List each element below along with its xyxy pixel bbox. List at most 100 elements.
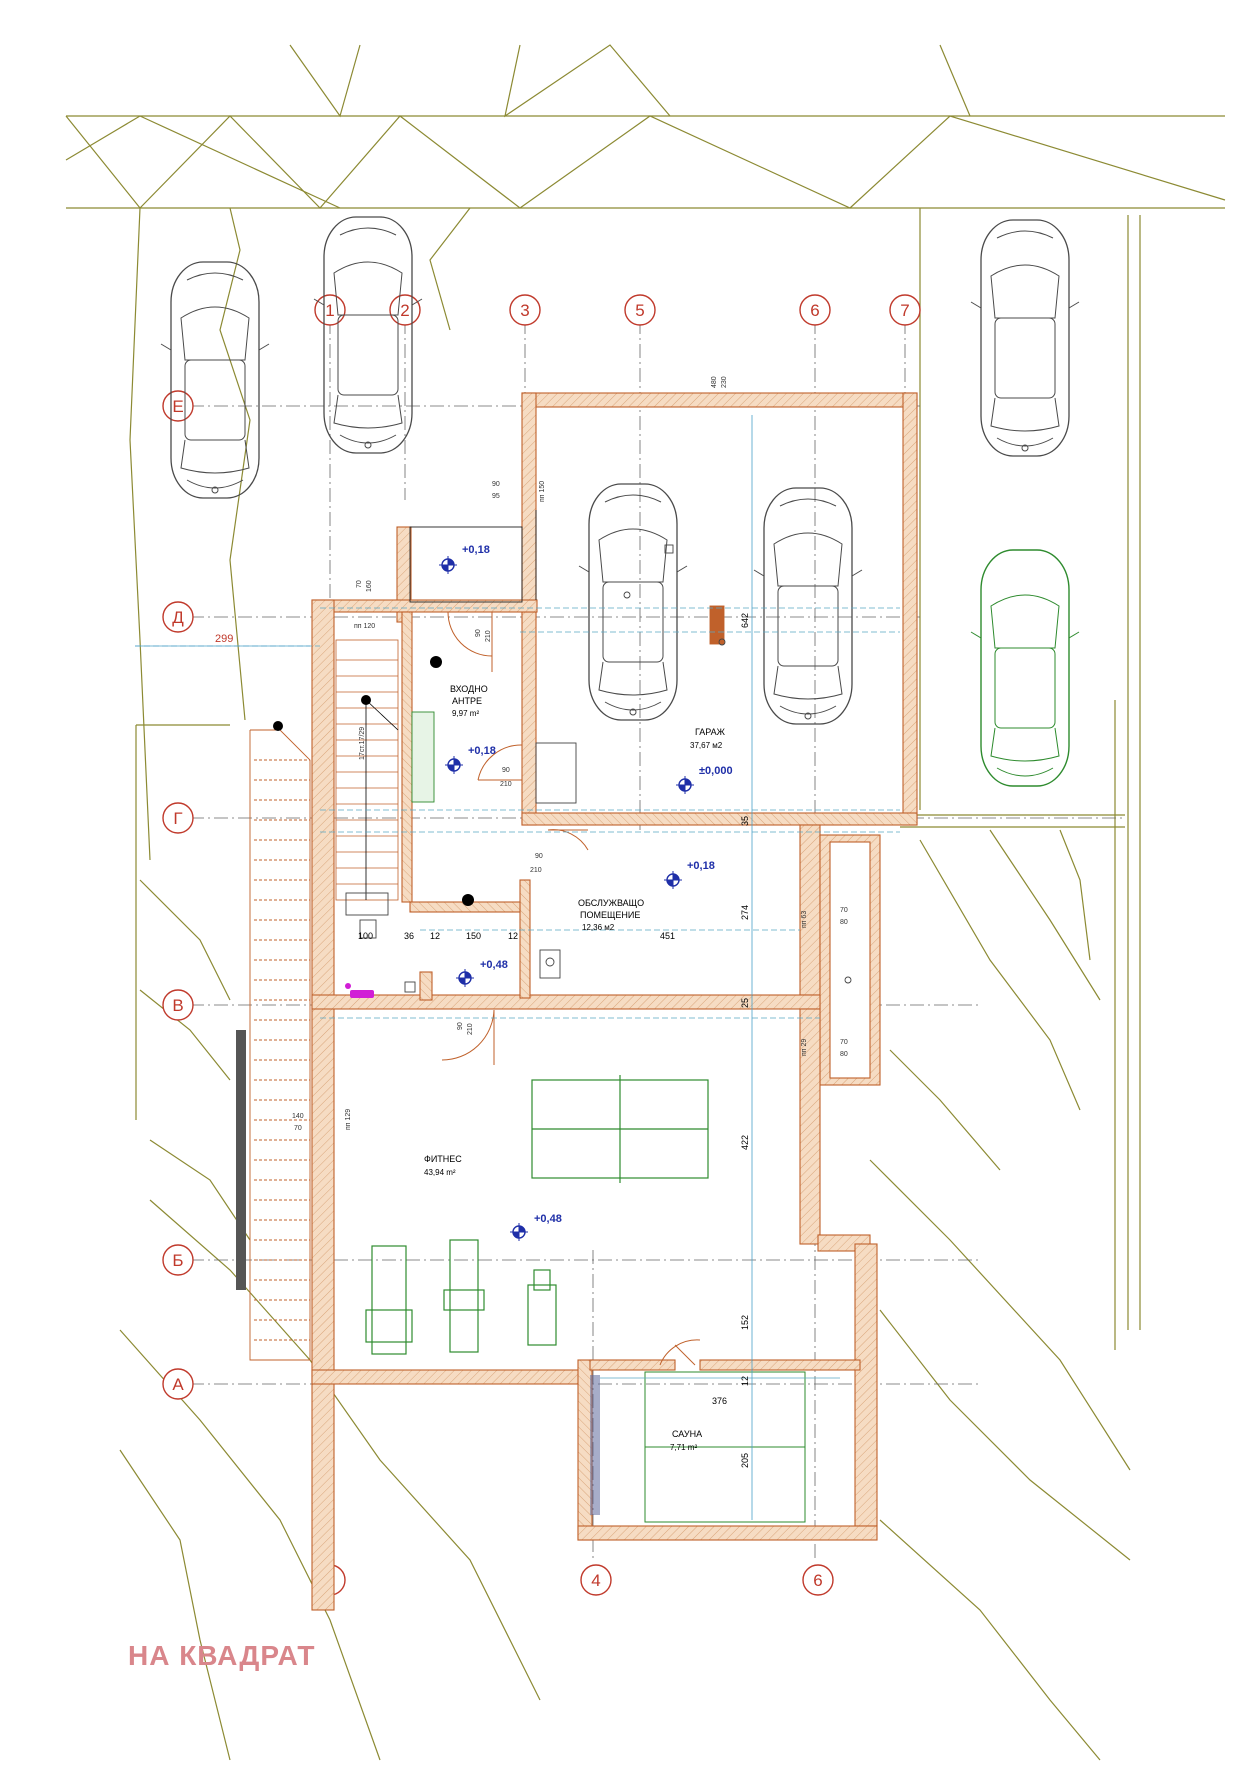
win-pp120: пп 120 (354, 623, 375, 630)
axis-marker-A: А (162, 1368, 194, 1400)
axis-marker-3-top: 3 (509, 294, 541, 326)
service-area: 12,36 м2 (582, 923, 615, 932)
axis-marker-D: Д (162, 601, 194, 633)
svg-text:3: 3 (520, 301, 529, 320)
door-90c: 90 (535, 853, 543, 860)
wc-symbol (345, 983, 374, 998)
door-210d: 210 (467, 1023, 474, 1035)
svg-text:6: 6 (810, 301, 819, 320)
room-labels: ГАРАЖ 37,67 м2 ВХОДНО АНТРЕ 9,97 m² ОБСЛ… (424, 684, 726, 1452)
win-230: 230 (721, 376, 728, 388)
svg-text:2: 2 (400, 301, 409, 320)
parked-cars (160, 216, 1080, 787)
axis-marker-1-top: 1 (314, 294, 346, 326)
exterior-stairs (236, 729, 311, 1361)
weight-machine (449, 1239, 479, 1353)
win-pp150: пп 150 (539, 481, 546, 502)
dim-setback: 299 (215, 633, 233, 645)
fixtures (345, 544, 852, 993)
dim-205: 205 (740, 1453, 750, 1468)
level-marker-wc (455, 968, 475, 988)
level-marker-service (663, 870, 683, 890)
dim-642: 642 (740, 613, 750, 628)
level-porch: +0,18 (462, 544, 490, 556)
level-marker-porch (438, 555, 458, 575)
stair-arrow-dot (430, 656, 442, 668)
watermark-text: НА КВАДРАТ (128, 1640, 316, 1671)
svg-text:1: 1 (325, 301, 334, 320)
level-marker-fitness (509, 1222, 529, 1242)
level-entrance: +0,18 (468, 745, 496, 757)
entrance-name-line1: ВХОДНО (450, 684, 488, 694)
win-480: 480 (711, 376, 718, 388)
fitness-equipment (365, 1075, 709, 1355)
garage-cars (578, 483, 863, 725)
car-outline-3 (970, 219, 1080, 457)
door-90a: 90 (475, 629, 482, 637)
win-70d: 70 (294, 1125, 302, 1132)
stair-end-dot (462, 894, 474, 906)
level-marker-entrance (444, 755, 464, 775)
svg-text:5: 5 (635, 301, 644, 320)
interior-stairs (335, 639, 399, 901)
dim-274: 274 (740, 905, 750, 920)
dim-25: 25 (740, 998, 750, 1008)
win-80c: 80 (840, 1051, 848, 1058)
garage-name: ГАРАЖ (695, 727, 726, 737)
svg-text:Г: Г (173, 809, 182, 828)
win-160: 160 (366, 580, 373, 592)
axis-marker-B: Б (162, 1244, 194, 1276)
car-highlighted-green (970, 549, 1080, 787)
axis-markers-top: 1 2 3 5 6 7 (314, 294, 921, 326)
axis-marker-E: Е (162, 390, 194, 422)
dim-152: 152 (740, 1315, 750, 1330)
doors (441, 611, 701, 1366)
win-90: 90 (492, 481, 500, 488)
dim-451: 451 (660, 931, 675, 941)
level-marker-garage (675, 775, 695, 795)
svg-text:7: 7 (900, 301, 909, 320)
dim-stair: 17ст.17/29 (359, 727, 366, 760)
car-outline-1 (160, 261, 270, 499)
exercise-bike (527, 1284, 557, 1346)
door-90b: 90 (502, 767, 510, 774)
garage-car-2 (753, 487, 863, 725)
dim-36: 36 (404, 931, 414, 941)
svg-text:Б: Б (172, 1251, 183, 1270)
axis-markers-rows: Е Д Г В Б А (162, 390, 194, 1400)
sauna-interior (644, 1371, 806, 1523)
dimensions: 299 17ст.17/29 100 36 12 150 12 451 642 … (135, 376, 848, 1468)
exterior-stair-dot (273, 721, 283, 731)
level-garage: ±0,000 (699, 765, 733, 777)
level-markers: +0,18 +0,18 ±0,000 +0,18 +0,48 +0,48 (438, 544, 733, 1242)
svg-text:6: 6 (813, 1571, 822, 1590)
level-fitness: +0,48 (534, 1213, 562, 1225)
svg-text:Е: Е (172, 397, 183, 416)
dim-150: 150 (466, 931, 481, 941)
treadmill (371, 1245, 407, 1355)
porch (409, 510, 537, 603)
axis-marker-6-bottom: 6 (802, 1564, 834, 1596)
garage-area: 37,67 м2 (690, 741, 723, 750)
win-140: 140 (292, 1113, 304, 1120)
win-95: 95 (492, 493, 500, 500)
svg-text:4: 4 (591, 1571, 600, 1590)
win-pp29: пп 29 (801, 1039, 808, 1056)
service-name-line1: ОБСЛУЖВАЩО (578, 898, 644, 908)
axis-marker-V: В (162, 989, 194, 1021)
dim-35: 35 (740, 816, 750, 826)
axis-marker-2-top: 2 (389, 294, 421, 326)
dim-422: 422 (740, 1135, 750, 1150)
win-70c: 70 (840, 1039, 848, 1046)
sauna-stone-strip (590, 1375, 600, 1515)
door-210c: 210 (530, 867, 542, 874)
service-name-line2: ПОМЕЩЕНИЕ (580, 910, 640, 920)
fitness-name: ФИТНЕС (424, 1154, 462, 1164)
svg-text:В: В (172, 996, 183, 1015)
garage-car-1 (578, 483, 688, 721)
win-70: 70 (356, 580, 363, 588)
dim-12a: 12 (430, 931, 440, 941)
dim-12c: 12 (740, 1376, 750, 1386)
entrance-area: 9,97 m² (452, 709, 479, 718)
axis-marker-G: Г (162, 802, 194, 834)
